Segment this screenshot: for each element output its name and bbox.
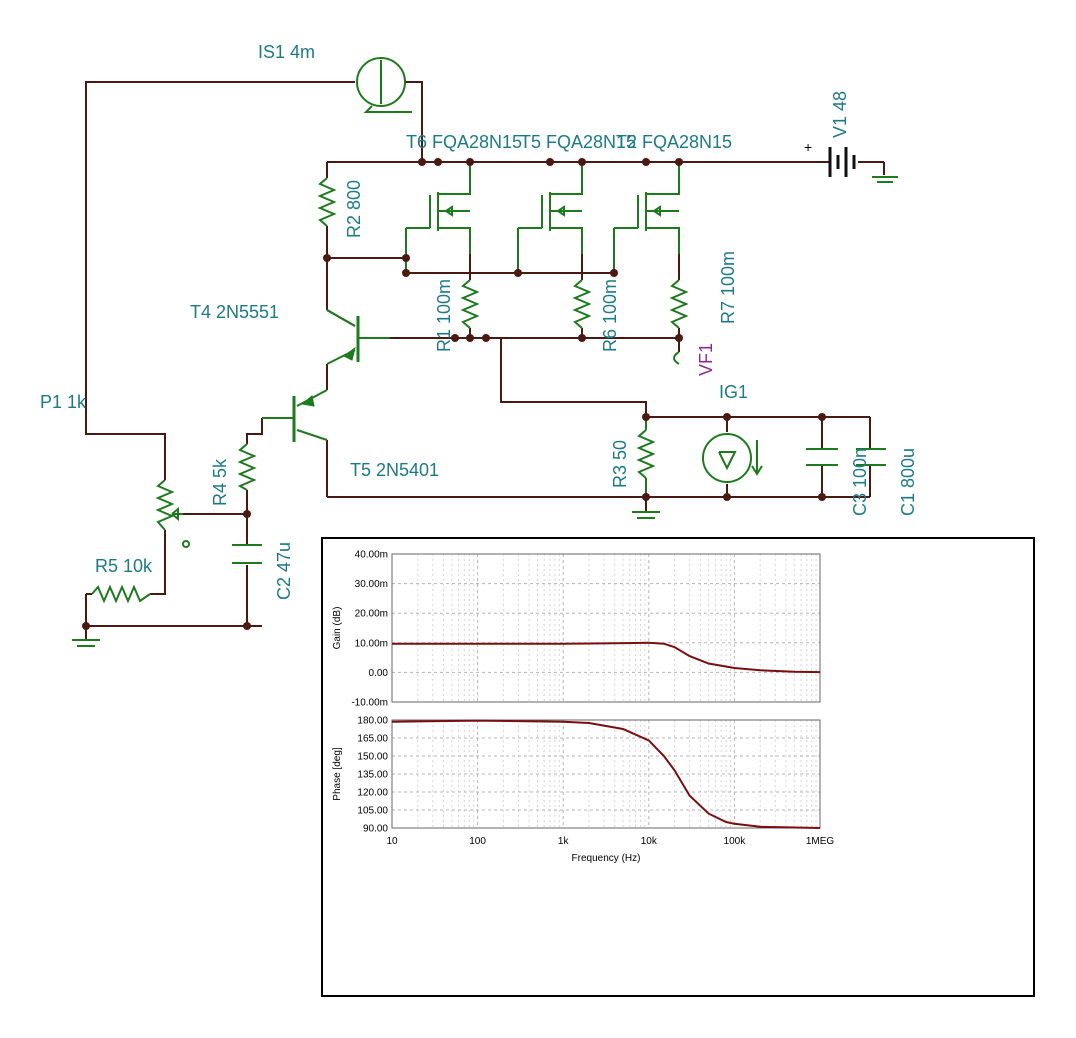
label-r4: R4 5k xyxy=(210,458,230,506)
gain-ytick-label: 10.00m xyxy=(355,638,388,649)
label-t2: T2 FQA28N15 xyxy=(616,132,732,152)
ground-symbols xyxy=(72,176,898,647)
mosfet-t6 xyxy=(406,162,471,254)
resistor-r3 xyxy=(636,429,656,479)
phase-ytick-label: 180.00 xyxy=(357,716,388,727)
phase-series-line xyxy=(391,719,821,829)
voltmeter-probe-vf1 xyxy=(673,351,680,365)
phase-ylabel: Phase [deg] xyxy=(332,747,343,801)
label-r7: R7 100m xyxy=(718,251,738,324)
gain-series-line xyxy=(392,641,821,674)
label-r2: R2 800 xyxy=(344,180,364,238)
current-source-is1 xyxy=(356,57,412,113)
resistor-r2 xyxy=(317,177,337,227)
label-t6: T6 FQA28N15 xyxy=(406,132,522,152)
generator-ig1 xyxy=(702,433,763,483)
gain-ytick-label: 30.00m xyxy=(355,579,388,590)
capacitor-c3 xyxy=(806,448,838,466)
label-p1: P1 1k xyxy=(40,392,87,412)
capacitor-c1 xyxy=(856,448,886,466)
label-c2: C2 47u xyxy=(274,542,294,600)
phase-xtick-label: 1k xyxy=(558,836,570,847)
label-c3: C3 100n xyxy=(850,448,870,516)
phase-ytick-label: 165.00 xyxy=(357,734,388,745)
battery-v1 xyxy=(828,147,856,177)
gain-axes xyxy=(391,553,821,703)
phase-ytick-label: 90.00 xyxy=(363,824,388,835)
label-r5: R5 10k xyxy=(95,556,153,576)
mosfet-t2 xyxy=(613,162,680,273)
resistor-r7 xyxy=(669,279,689,329)
phase-xtick-label: 10k xyxy=(641,836,658,847)
phase-ytick-label: 120.00 xyxy=(357,788,388,799)
phase-ytick-label: 150.00 xyxy=(357,752,388,763)
phase-plot: 180.00 165.00 150.00 135.00 120.00 105.00 90.0… xyxy=(332,716,834,865)
gain-ylabel: Gain (dB) xyxy=(332,607,343,650)
component-labels: IS1 4m T6 FQA28N15 T5 FQA28N15 T2 FQA28N… xyxy=(40,42,918,600)
label-is1: IS1 4m xyxy=(258,42,315,62)
label-r3: R3 50 xyxy=(610,440,630,488)
resistor-r5 xyxy=(91,584,151,604)
label-v1: V1 48 xyxy=(830,91,850,138)
label-v1-plus: + xyxy=(804,139,812,155)
phase-xtick-label: 100k xyxy=(724,836,747,847)
gain-ytick-label: -10.00m xyxy=(351,698,388,709)
phase-xlabel: Frequency (Hz) xyxy=(572,853,641,864)
label-r6: R6 100m xyxy=(600,279,620,352)
bjt-t5 xyxy=(262,389,328,442)
mosfet-t5b xyxy=(517,162,583,273)
potentiometer-p1 xyxy=(155,479,175,531)
label-t5b: T5 FQA28N15 xyxy=(520,132,636,152)
label-r1: R1 100m xyxy=(434,279,454,352)
capacitor-c2 xyxy=(232,544,262,564)
resistor-r4 xyxy=(237,443,257,491)
resistor-r6 xyxy=(572,279,592,329)
phase-xtick-label: 100 xyxy=(469,836,486,847)
phase-axes xyxy=(391,719,821,829)
phase-ytick-label: 135.00 xyxy=(357,770,388,781)
wires xyxy=(85,81,885,640)
bjt-t4 xyxy=(326,309,390,365)
components xyxy=(72,57,898,647)
label-ig1: IG1 xyxy=(719,382,748,402)
label-c1: C1 800u xyxy=(898,448,918,516)
phase-xtick-label: 10 xyxy=(386,836,398,847)
phase-xtick-label: 1MEG xyxy=(806,836,835,847)
gain-ytick-label: 40.00m xyxy=(355,550,388,561)
label-vf1: VF1 xyxy=(696,343,716,376)
gain-ytick-label: 20.00m xyxy=(355,609,388,620)
label-t4: T4 2N5551 xyxy=(190,302,279,322)
gain-plot: 40.00m 30.00m 20.00m 10.00m 0.00 -10.00m Gain … xyxy=(332,550,821,709)
phase-ytick-label: 105.00 xyxy=(357,806,388,817)
bode-plot-frame xyxy=(321,537,1035,997)
resistor-r1 xyxy=(460,279,480,329)
junction-dots xyxy=(82,158,826,630)
label-t5: T5 2N5401 xyxy=(350,460,439,480)
gain-ytick-label: 0.00 xyxy=(369,668,389,679)
